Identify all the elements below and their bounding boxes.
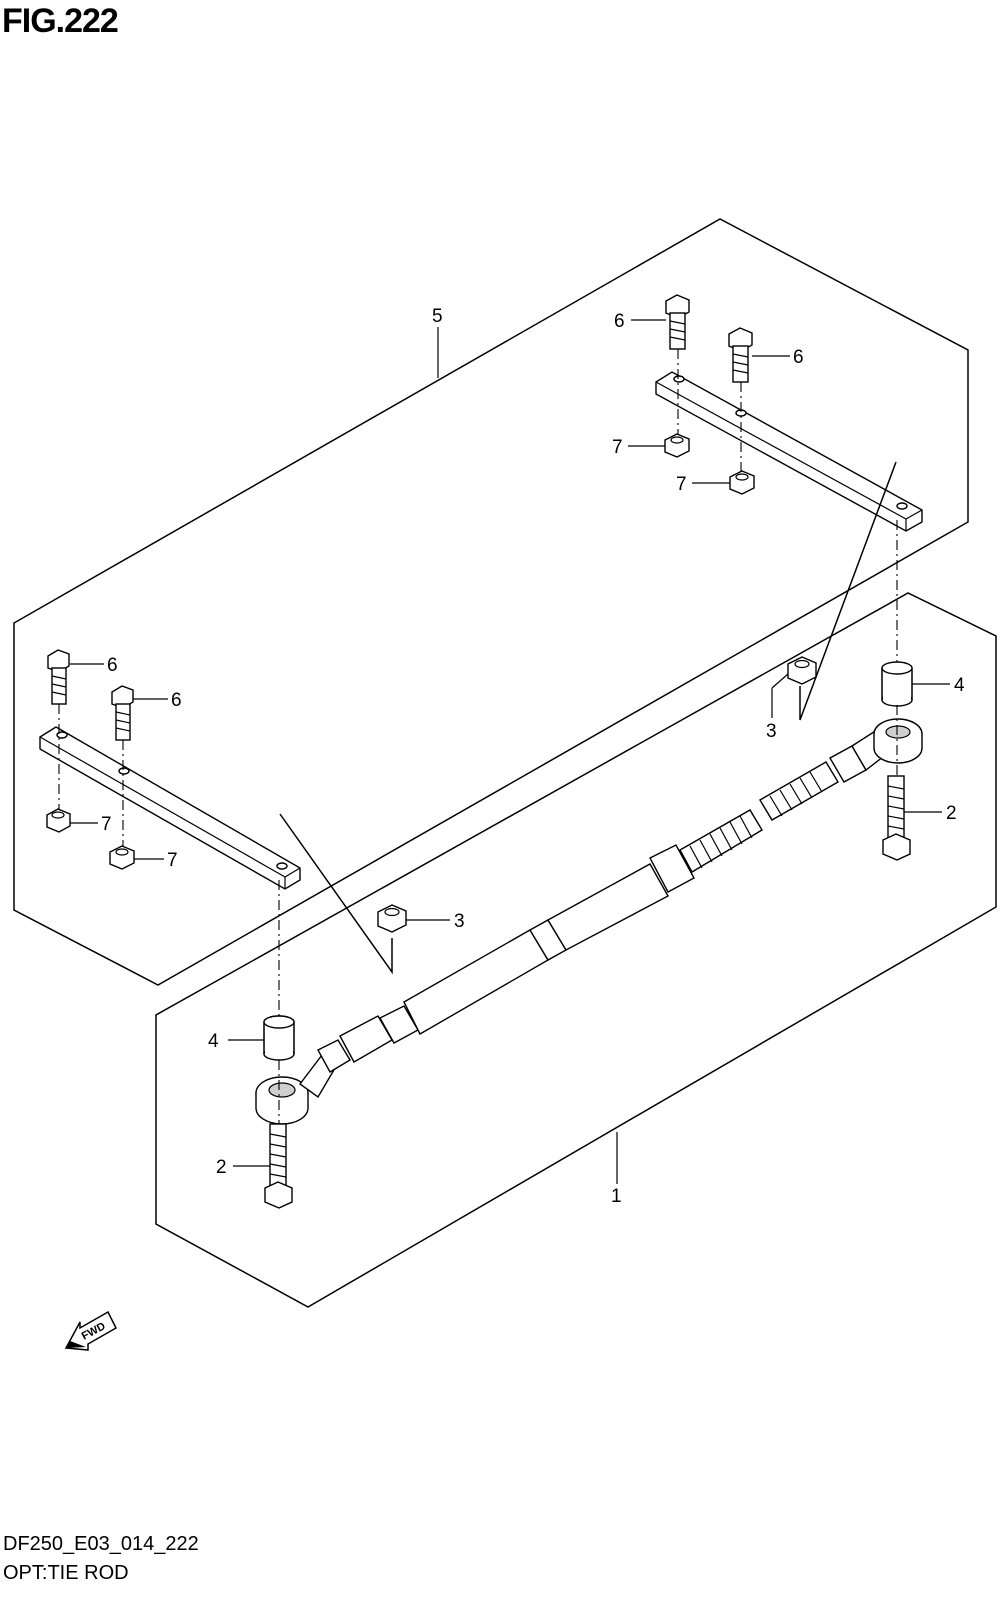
- tie-rod-frame: [155, 592, 997, 1308]
- callout-7: 7: [676, 474, 687, 495]
- callout-7: 7: [101, 814, 112, 835]
- bracket-right: [655, 371, 923, 532]
- nut-left-2: [109, 845, 135, 870]
- bolt-right-1: [665, 294, 690, 350]
- nut-left-1: [46, 808, 71, 833]
- callout-7: 7: [612, 437, 623, 458]
- callout-3: 3: [766, 721, 777, 742]
- figure-title: FIG.222: [2, 2, 119, 40]
- diagram-code: DF250_E03_014_222: [3, 1533, 199, 1555]
- callout-2: 2: [946, 803, 957, 824]
- nut-right-2: [729, 470, 755, 495]
- callout-2: 2: [216, 1157, 227, 1178]
- spacer-left: [263, 1015, 295, 1061]
- spacer-right: [881, 661, 913, 707]
- locknut-right: [787, 656, 817, 685]
- callout-6: 6: [171, 690, 182, 711]
- diagram-caption: OPT:TIE ROD: [3, 1562, 129, 1584]
- kit-frame: [13, 218, 969, 986]
- locknut-left: [377, 904, 407, 933]
- fwd-arrow-icon: FWD: [64, 1310, 117, 1351]
- tie-rod: [255, 718, 923, 1125]
- callout-5: 5: [432, 306, 443, 327]
- callout-6: 6: [793, 347, 804, 368]
- bracket-left: [39, 726, 301, 890]
- callout-6: 6: [107, 655, 118, 676]
- callout-4: 4: [954, 675, 965, 696]
- bolt-left-2: [111, 685, 134, 741]
- callout-3: 3: [454, 911, 465, 932]
- callout-6: 6: [614, 311, 625, 332]
- callout-7: 7: [167, 850, 178, 871]
- callout-1: 1: [611, 1186, 622, 1207]
- callout-4: 4: [208, 1031, 219, 1052]
- long-bolt-left: [264, 1123, 293, 1209]
- nut-right-1: [664, 433, 690, 458]
- long-bolt-right: [882, 775, 911, 861]
- bolt-right-2: [728, 327, 753, 383]
- bolt-left-1: [47, 649, 70, 705]
